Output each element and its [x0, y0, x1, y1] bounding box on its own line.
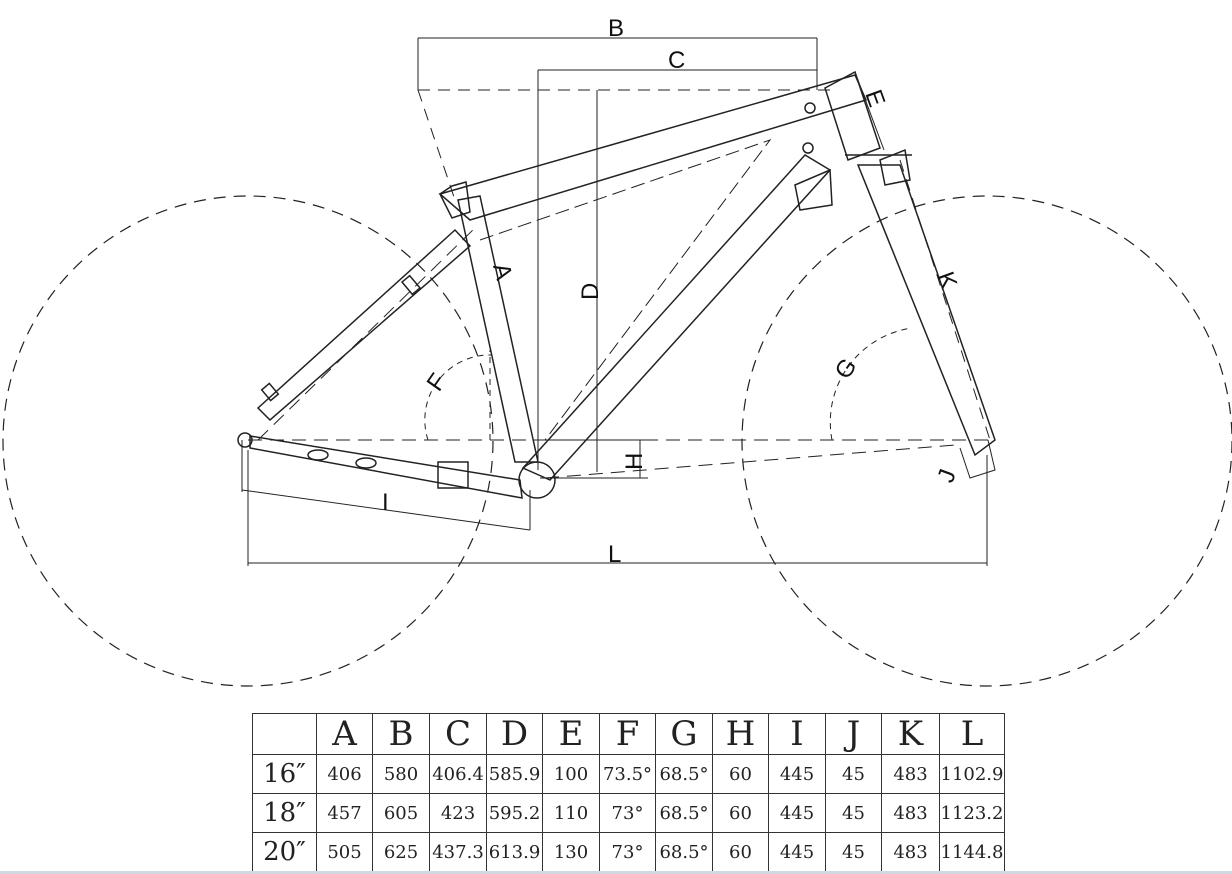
- table-cell: 45: [825, 832, 882, 872]
- table-cell: 445: [768, 754, 826, 794]
- table-cell: 73°: [599, 793, 656, 833]
- table-cell: 110: [542, 793, 600, 833]
- label-a: A: [487, 260, 517, 282]
- table-row: 20″ 505 625 437.3 613.9 130 73° 68.5° 60…: [252, 832, 1005, 872]
- header-cell: K: [881, 713, 940, 755]
- table-cell: 100: [542, 754, 600, 794]
- table-cell: 595.2: [486, 793, 543, 833]
- table-cell: 130: [542, 832, 600, 872]
- table-cell: 68.5°: [655, 832, 713, 872]
- table-cell: 483: [881, 832, 940, 872]
- dimension-labels: B C A D E F G H I J K L: [382, 15, 962, 568]
- table-cell: 60: [712, 832, 769, 872]
- size-cell: 16″: [252, 754, 317, 794]
- label-c: C: [668, 47, 685, 74]
- geometry-table: A B C D E F G H I J K L 16″ 406 580 406.…: [252, 713, 1005, 872]
- header-cell: G: [655, 713, 713, 755]
- header-cell: A: [316, 713, 373, 755]
- table-cell: 45: [825, 793, 882, 833]
- table-cell: 60: [712, 754, 769, 794]
- table-cell: 68.5°: [655, 793, 713, 833]
- table-row: 16″ 406 580 406.4 585.9 100 73.5° 68.5° …: [252, 754, 1005, 794]
- table-cell: 423: [429, 793, 487, 833]
- table-header-row: A B C D E F G H I J K L: [252, 713, 1005, 755]
- header-cell: I: [768, 713, 826, 755]
- bottom-edge-bar: [0, 871, 1232, 874]
- header-cell: E: [542, 713, 600, 755]
- table-cell: 406.4: [429, 754, 487, 794]
- label-j: J: [932, 466, 961, 487]
- table-cell: 625: [372, 832, 430, 872]
- frame: [237, 70, 996, 499]
- rear-wheel: [2, 195, 494, 687]
- table-cell: 60: [712, 793, 769, 833]
- table-cell: 68.5°: [655, 754, 713, 794]
- table-cell: 45: [825, 754, 882, 794]
- label-l: L: [608, 541, 621, 568]
- header-cell: F: [599, 713, 656, 755]
- table-cell: 445: [768, 793, 826, 833]
- table-cell: 580: [372, 754, 430, 794]
- front-wheel: [741, 195, 1232, 687]
- header-cell: D: [486, 713, 543, 755]
- header-cell: B: [372, 713, 430, 755]
- table-cell: 457: [316, 793, 373, 833]
- header-cell: J: [825, 713, 882, 755]
- label-e: E: [859, 86, 890, 110]
- label-b: B: [608, 15, 624, 42]
- header-cell: [252, 713, 317, 755]
- label-k: K: [931, 268, 962, 292]
- table-row: 18″ 457 605 423 595.2 110 73° 68.5° 60 4…: [252, 793, 1005, 833]
- table-cell: 406: [316, 754, 373, 794]
- table-cell: 585.9: [486, 754, 543, 794]
- table-cell: 483: [881, 754, 940, 794]
- table-cell: 483: [881, 793, 940, 833]
- label-g: G: [830, 353, 863, 384]
- header-cell: L: [939, 713, 1005, 755]
- size-cell: 20″: [252, 832, 317, 872]
- table-cell: 73.5°: [599, 754, 656, 794]
- header-cell: H: [712, 713, 769, 755]
- table-cell: 445: [768, 832, 826, 872]
- table-cell: 1102.9: [939, 754, 1005, 794]
- label-i: I: [382, 489, 389, 516]
- table-cell: 437.3: [429, 832, 487, 872]
- label-h: H: [621, 453, 648, 470]
- label-d: D: [577, 283, 604, 300]
- table-cell: 73°: [599, 832, 656, 872]
- label-f: F: [422, 369, 453, 397]
- table-cell: 613.9: [486, 832, 543, 872]
- table-cell: 605: [372, 793, 430, 833]
- header-cell: C: [429, 713, 487, 755]
- size-cell: 18″: [252, 793, 317, 833]
- table-cell: 1144.8: [939, 832, 1005, 872]
- table-cell: 1123.2: [939, 793, 1005, 833]
- dimension-lines: [241, 37, 996, 566]
- table-cell: 505: [316, 832, 373, 872]
